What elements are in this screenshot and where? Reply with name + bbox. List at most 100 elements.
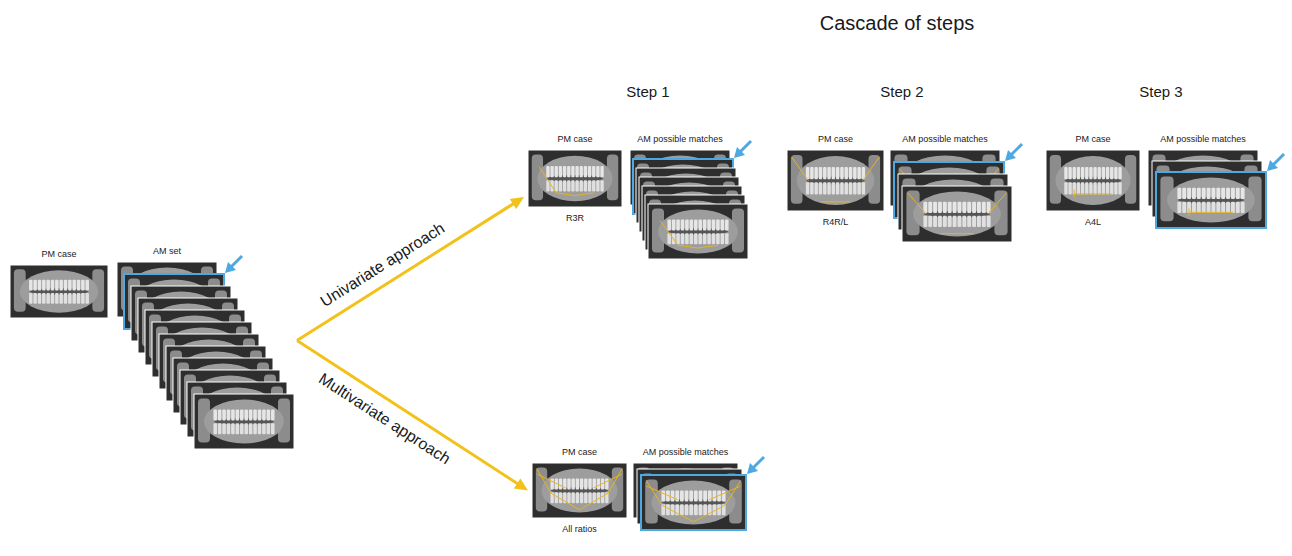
approach-label: Multivariate approach (315, 369, 453, 467)
tooth (1241, 188, 1245, 199)
jaw (1055, 156, 1130, 205)
measure-line (539, 167, 575, 196)
tooth (72, 280, 75, 291)
tooth (840, 167, 843, 179)
tooth (827, 182, 830, 194)
tooth (699, 504, 703, 515)
xray-ground (902, 186, 1012, 242)
radiograph-node: AM set (117, 246, 294, 449)
tooth (698, 233, 702, 244)
tooth (563, 166, 566, 177)
tooth (857, 182, 860, 194)
tooth (1089, 182, 1092, 194)
jaw (658, 210, 738, 254)
tooth (258, 409, 262, 420)
am-card (648, 204, 748, 259)
xray-ground (528, 150, 622, 207)
tooth (550, 166, 553, 177)
tooth (240, 409, 244, 420)
tooth (832, 182, 835, 194)
tooth (81, 293, 84, 304)
match-pointer-head (1267, 160, 1278, 171)
tooth (267, 423, 271, 434)
ratio-label: All ratios (532, 524, 627, 535)
tooth (576, 492, 579, 503)
tooth (707, 219, 711, 230)
tooth (725, 233, 729, 244)
tooth (244, 409, 248, 420)
match-highlight (1156, 172, 1266, 228)
jaw (20, 270, 98, 312)
tooth (943, 216, 947, 227)
measure-line (1189, 208, 1190, 215)
radiograph-node: PM caseR3R (528, 134, 622, 224)
jaw (537, 156, 612, 202)
tooth (671, 490, 675, 501)
tooth (1098, 182, 1101, 194)
arrow-shaft (297, 341, 519, 485)
tooth (1077, 167, 1080, 179)
tooth (567, 478, 570, 489)
ratio-label: R3R (528, 213, 622, 224)
tooth (1102, 167, 1105, 179)
tooth (948, 216, 952, 227)
tooth (38, 293, 41, 304)
tooth (707, 233, 711, 244)
tooth (559, 478, 562, 489)
tooth (546, 166, 549, 177)
tooth (596, 166, 599, 177)
tooth (819, 182, 822, 194)
tooth (703, 490, 707, 501)
tooth (576, 478, 579, 489)
tooth (712, 219, 716, 230)
tooth (680, 490, 684, 501)
tooth (690, 233, 694, 244)
tooth (814, 167, 817, 179)
tooth (1064, 167, 1067, 179)
tooth (853, 182, 856, 194)
tooth (853, 167, 856, 179)
match-pointer-head (734, 147, 745, 158)
tooth (1085, 167, 1088, 179)
am-card (902, 186, 1012, 242)
tooth (46, 293, 49, 304)
tooth (1081, 182, 1084, 194)
measure-line (660, 221, 698, 249)
tooth (55, 293, 58, 304)
tooth (1093, 182, 1096, 194)
tooth (42, 293, 45, 304)
tooth (68, 280, 71, 291)
tooth (1064, 182, 1067, 194)
jaw (652, 481, 736, 525)
tooth (77, 280, 80, 291)
tooth (1221, 202, 1225, 213)
tooth (559, 166, 562, 177)
node-heading: PM case (10, 249, 108, 260)
tooth (716, 233, 720, 244)
jaw (542, 469, 618, 513)
tooth (698, 219, 702, 230)
measure-line (908, 193, 927, 214)
tooth (584, 180, 587, 191)
tooth (77, 293, 80, 304)
radiograph-art (532, 463, 627, 518)
measure-line (1074, 190, 1075, 198)
tooth (933, 216, 937, 227)
am-card (194, 394, 294, 449)
tooth (227, 423, 231, 434)
tooth (600, 180, 603, 191)
tooth (972, 202, 976, 213)
node-heading: PM case (787, 134, 884, 145)
tooth (721, 219, 725, 230)
tooth (1106, 167, 1109, 179)
tooth (227, 409, 231, 420)
jaw (913, 192, 1001, 237)
measure-line (941, 233, 974, 234)
tooth (575, 166, 578, 177)
tooth (694, 490, 698, 501)
tooth (236, 423, 240, 434)
tooth (957, 202, 961, 213)
tooth (555, 166, 558, 177)
tooth (1110, 182, 1113, 194)
tooth (1177, 188, 1181, 199)
